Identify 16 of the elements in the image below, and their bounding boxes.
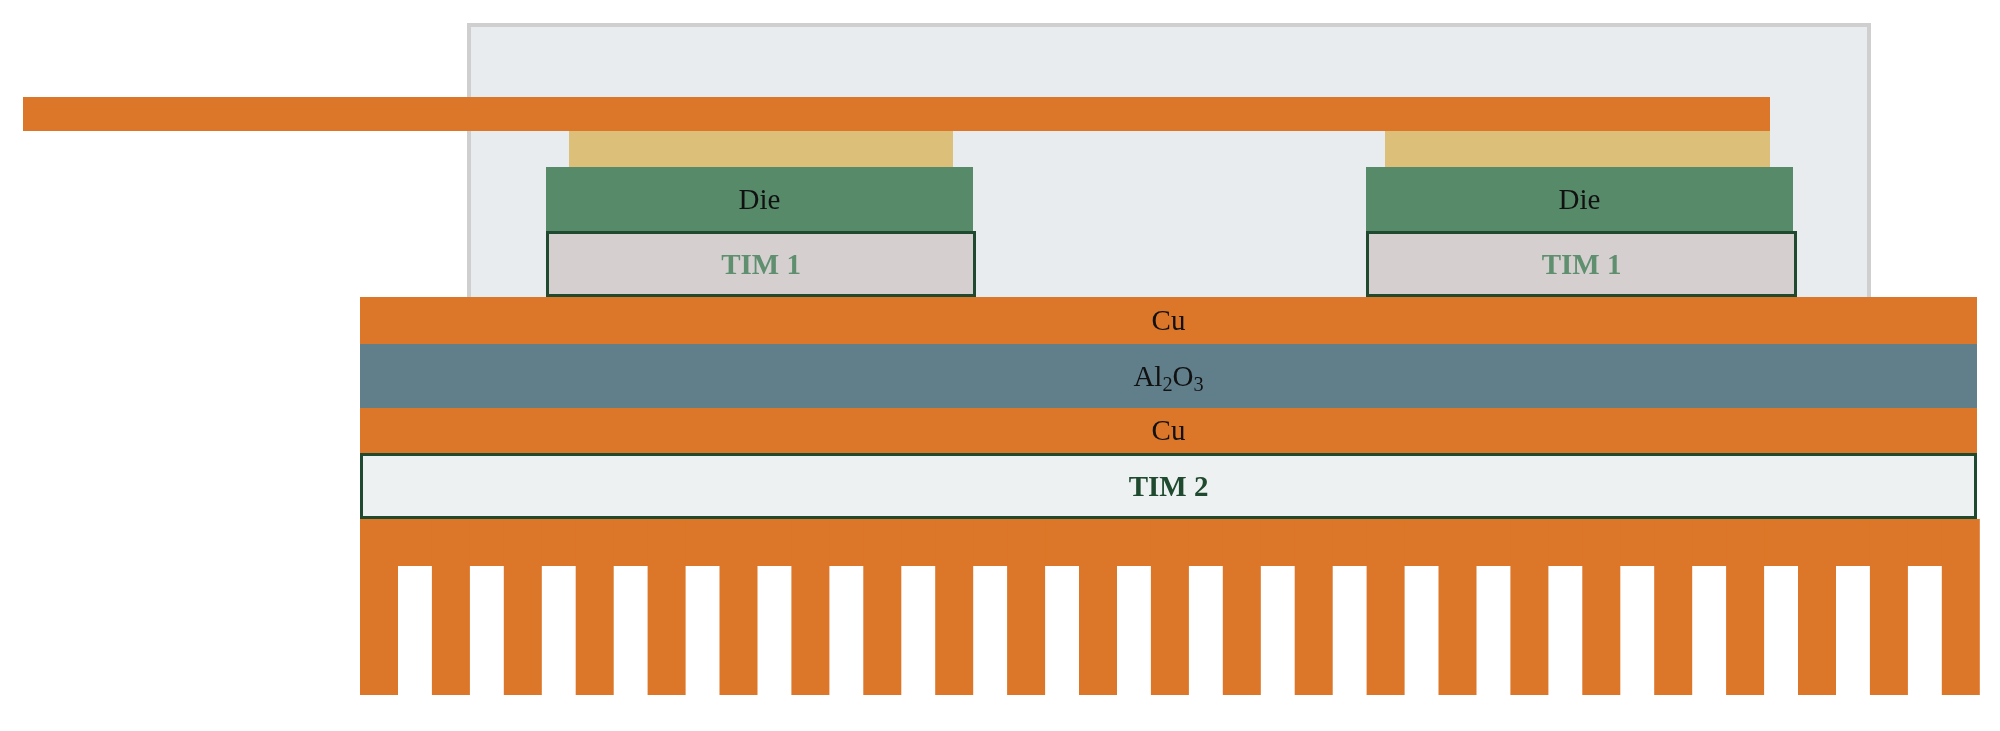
die-layer	[1366, 167, 1793, 231]
layer-label: Die	[738, 184, 781, 214]
ceramic-layer	[360, 344, 1977, 408]
layer-label: Die	[1558, 184, 1601, 214]
layer-label: TIM 1	[721, 249, 801, 279]
layer-label: Al$_{2}$O$_{3}$	[1133, 361, 1204, 391]
copper-layer	[360, 408, 1977, 453]
die-layer	[546, 167, 973, 231]
tim-layer	[546, 231, 976, 297]
tim-layer	[360, 453, 1977, 519]
layer-label: TIM 1	[1541, 249, 1622, 279]
copper-layer	[360, 297, 1977, 344]
layer-label: TIM 2	[1128, 471, 1209, 501]
layer-label: Cu	[1151, 416, 1186, 445]
layer-label: Cu	[1151, 306, 1186, 335]
tim-layer	[1366, 231, 1797, 297]
